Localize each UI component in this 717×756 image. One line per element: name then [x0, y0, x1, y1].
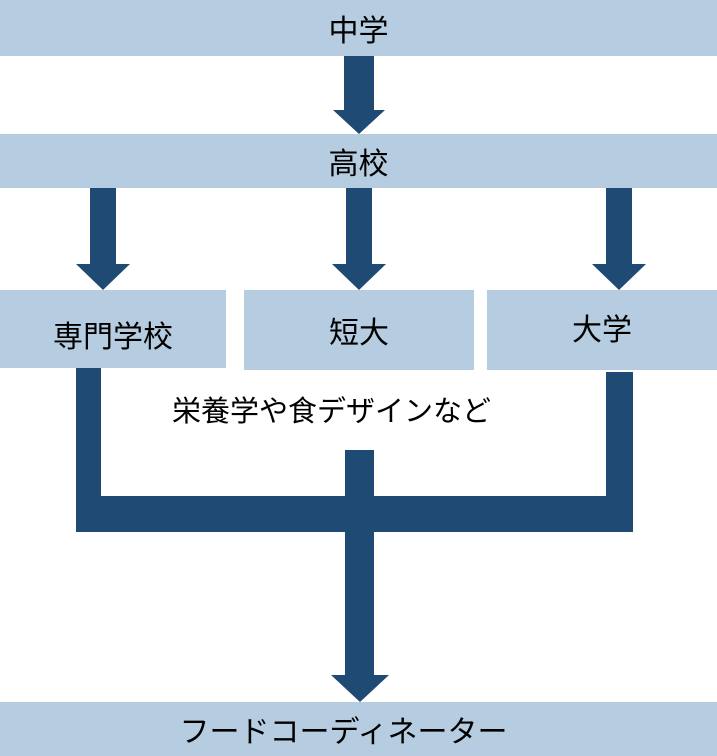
option-junior-college-label: 短大	[329, 316, 389, 351]
option-junior-college-box: 短大	[244, 290, 474, 370]
goal-label: フードコーディネーター	[179, 715, 508, 750]
stage-junior-high-box: 中学	[0, 0, 717, 56]
merge-connector	[76, 368, 633, 702]
arrow-high-to-junior-college	[332, 188, 386, 290]
option-vocational-label: 専門学校	[53, 320, 173, 355]
arrow-high-to-university	[592, 188, 646, 290]
option-vocational-box: 専門学校	[0, 290, 226, 368]
option-university-box: 大学	[487, 290, 717, 370]
stage-junior-high-label: 中学	[328, 14, 389, 49]
stage-high-school-box: 高校	[0, 134, 717, 188]
option-university-label: 大学	[572, 313, 632, 348]
goal-box: フードコーディネーター	[0, 702, 717, 756]
arrow-high-to-vocational	[76, 188, 130, 290]
study-note-text: 栄養学や食デザインなど	[172, 394, 492, 428]
arrow-middle-to-high	[333, 56, 385, 134]
stage-high-school-label: 高校	[328, 147, 389, 182]
study-note: 栄養学や食デザインなど	[172, 388, 491, 430]
